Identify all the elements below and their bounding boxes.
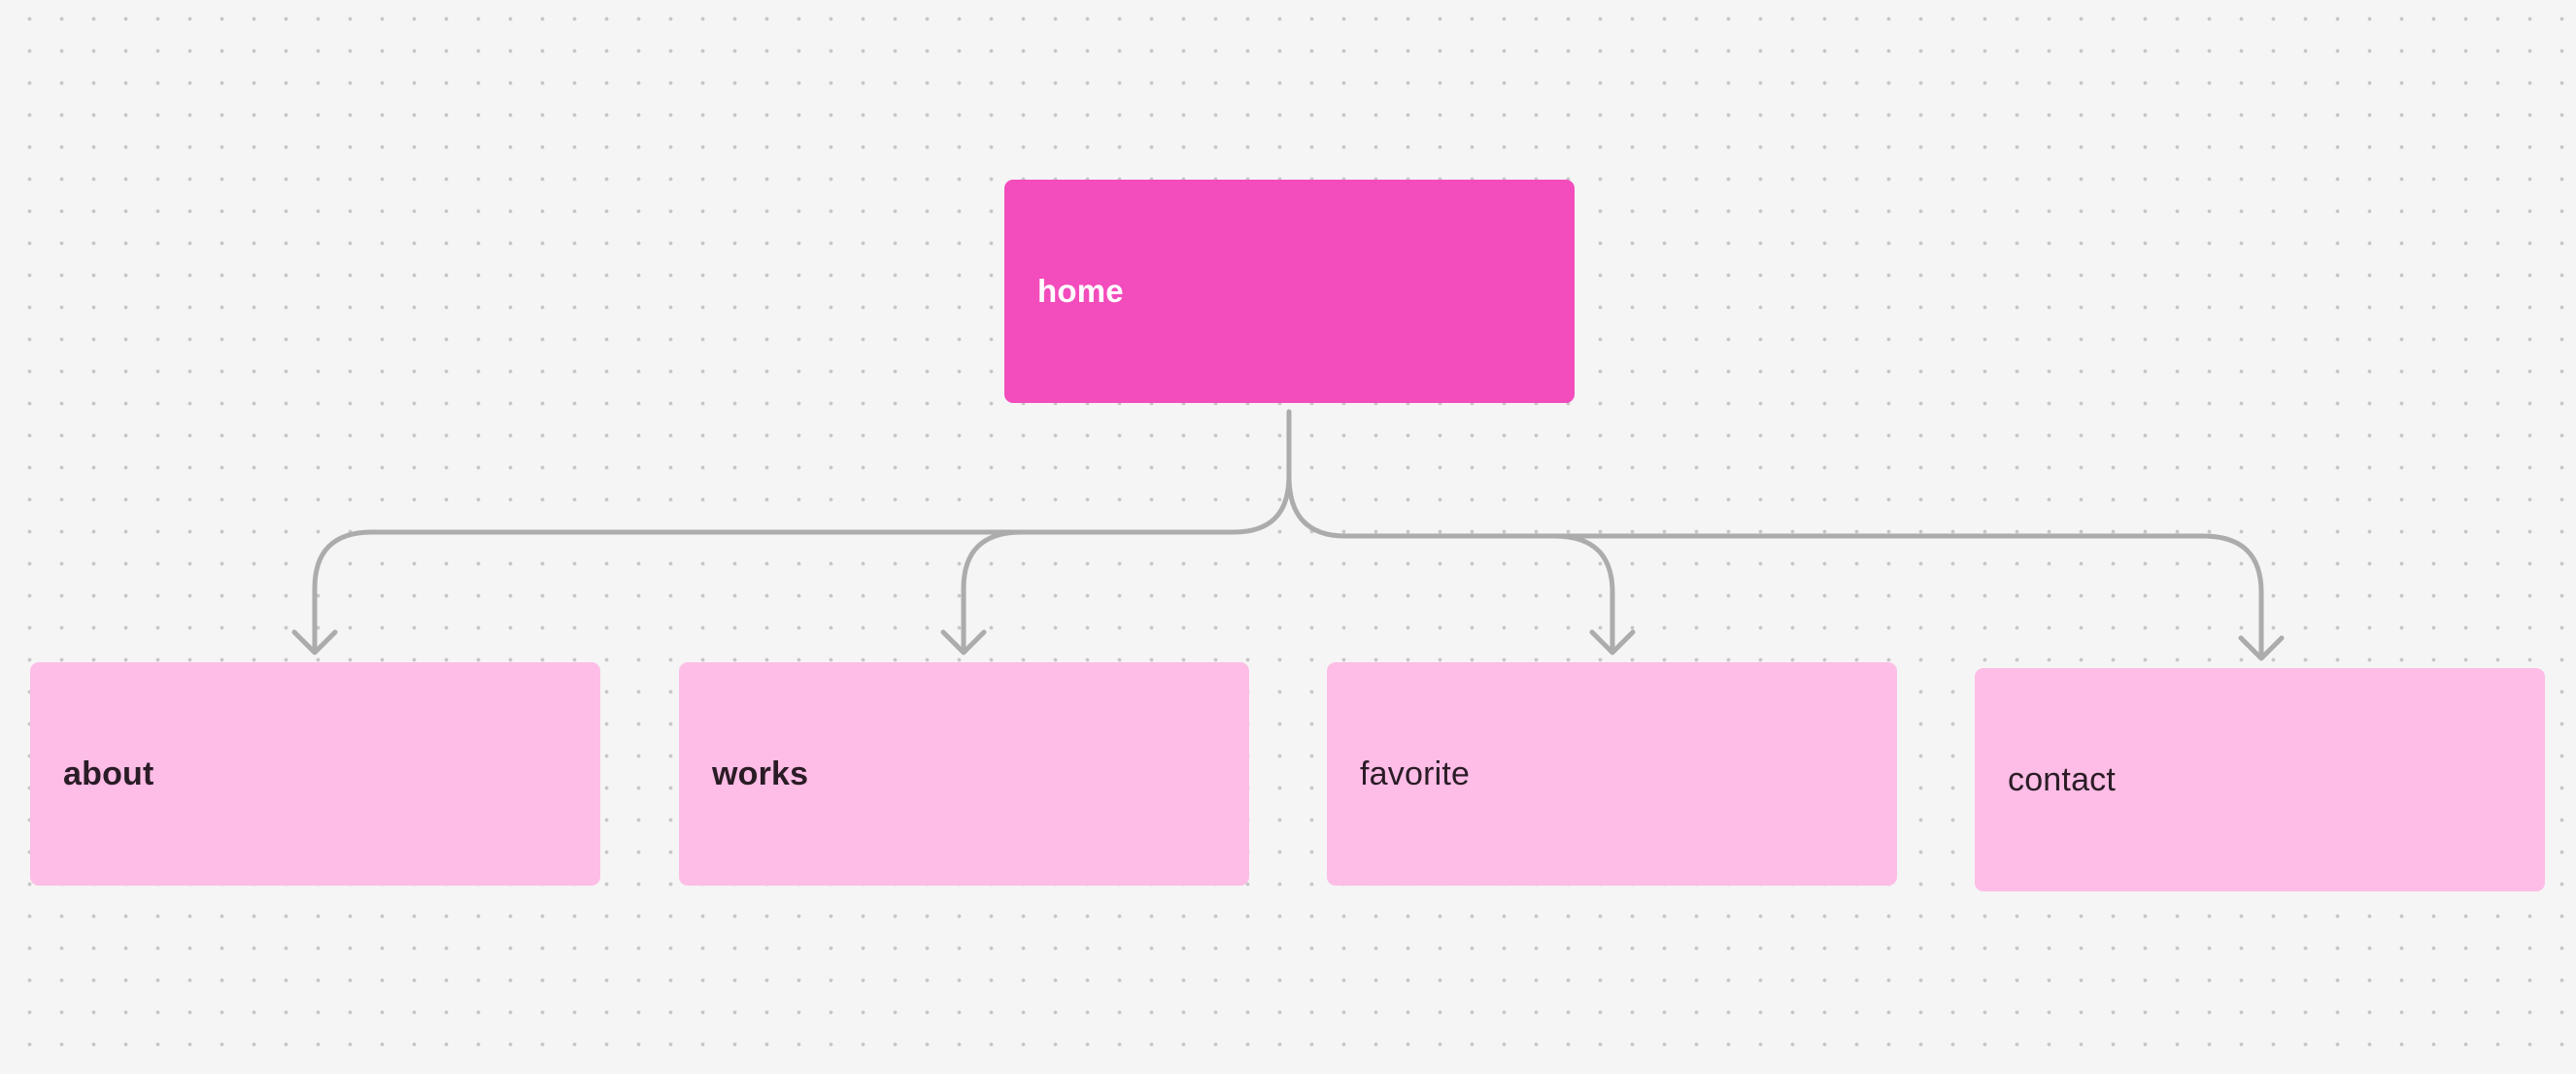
connector-to-contact <box>1551 533 2264 660</box>
node-contact[interactable]: contact <box>1975 668 2545 891</box>
node-home[interactable]: home <box>1004 180 1575 403</box>
connector-to-works <box>961 529 1025 654</box>
node-favorite-label: favorite <box>1360 755 1471 792</box>
arrowhead-favorite <box>1589 629 1636 655</box>
node-works[interactable]: works <box>679 662 1249 886</box>
arrowhead-works <box>940 629 987 655</box>
connector-to-about <box>312 473 1292 654</box>
node-contact-label: contact <box>2008 760 2117 798</box>
node-works-label: works <box>712 755 809 792</box>
node-about[interactable]: about <box>30 662 600 886</box>
arrowhead-about <box>291 629 338 655</box>
node-about-label: about <box>63 755 154 792</box>
node-favorite[interactable]: favorite <box>1327 662 1897 886</box>
arrowhead-contact <box>2238 635 2285 661</box>
connector-to-favorite <box>1286 473 1615 654</box>
node-home-label: home <box>1037 273 1124 309</box>
